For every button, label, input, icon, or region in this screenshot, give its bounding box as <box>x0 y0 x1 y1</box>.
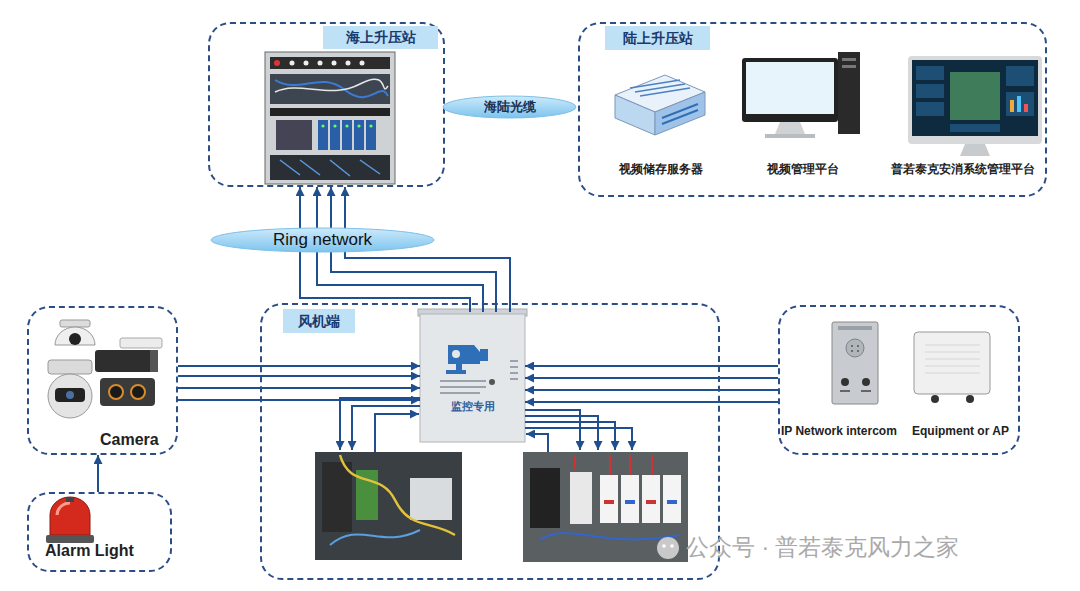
intercom-and-ap-icons <box>832 322 990 404</box>
fiber-cable-ellipse: 海陆光缆 <box>442 95 577 119</box>
connector <box>525 365 778 367</box>
connector <box>178 365 420 367</box>
ring-network-ellipse: Ring network <box>210 227 435 253</box>
connector <box>178 375 420 377</box>
equipment-rack <box>265 52 395 184</box>
node-label: Camera <box>100 430 170 450</box>
node-label: Alarm Light <box>45 540 167 562</box>
monitoring-cabinet-box: 监控专用 <box>420 312 525 442</box>
onshore-substation-box: 陆上升压站视频储存服务器视频管理平台普若泰克安消系统管理平台 <box>578 22 1047 197</box>
node-label: Ring network <box>210 227 435 253</box>
node-label: 视频管理平台 <box>735 160 870 178</box>
switch-panel-photo <box>315 452 462 560</box>
monitor-icon <box>742 52 860 138</box>
connector <box>525 377 778 379</box>
connector <box>525 401 778 403</box>
camera-icons <box>48 320 162 418</box>
node-label: Equipment or AP <box>912 422 1016 440</box>
group-title-tab: 陆上升压站 <box>605 26 710 50</box>
group-title-tab: 风机端 <box>283 309 355 333</box>
storage-server-item: 视频储存服务器 <box>598 60 723 182</box>
alarm-light-icon <box>46 497 94 543</box>
dashboard-monitor-icon <box>908 56 1042 156</box>
terminal-panel-photo <box>523 452 688 562</box>
connector <box>178 387 420 389</box>
management-platform-item: 普若泰克安消系统管理平台 <box>880 60 1045 182</box>
group-title-tab: 海上升压站 <box>323 26 438 49</box>
watermark: 公众号 · 普若泰克风力之家 <box>686 532 959 563</box>
wires <box>340 398 632 452</box>
turbine-end-box: 风机端监控专用 <box>260 303 720 580</box>
node-label: 视频储存服务器 <box>598 160 723 178</box>
video-platform-item: 视频管理平台 <box>735 60 870 182</box>
offshore-substation-box: 海上升压站 <box>208 22 445 187</box>
node-label: 海陆光缆 <box>442 95 577 119</box>
connector <box>97 455 99 492</box>
connector <box>525 389 778 391</box>
wechat-icon <box>657 537 679 559</box>
storage-server-icon <box>615 75 705 135</box>
connector <box>178 399 420 401</box>
alarm-light-box: Alarm Light <box>27 492 172 572</box>
node-label: 普若泰克安消系统管理平台 <box>880 160 1045 178</box>
camera-box: Camera <box>27 306 178 455</box>
intercom-ap-box: IP Network intercomEquipment or AP <box>778 305 1020 455</box>
node-label: IP Network intercom <box>781 422 911 440</box>
node-label: 监控专用 <box>440 398 505 414</box>
monitoring-cabinet <box>418 309 527 442</box>
